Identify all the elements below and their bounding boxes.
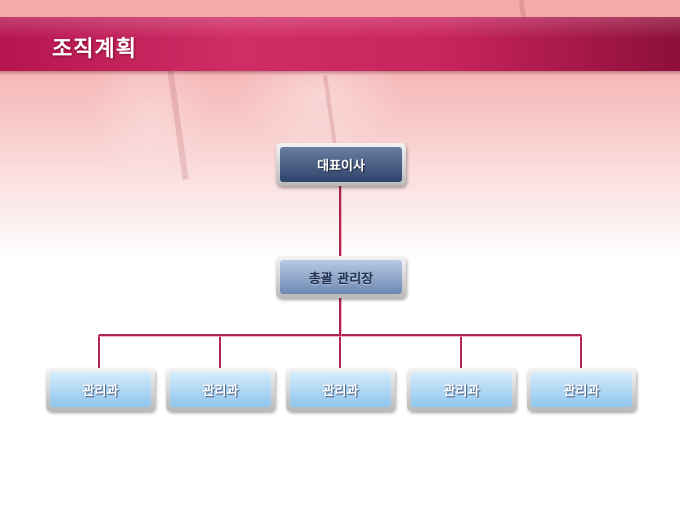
org-node-department: 관리과 [46, 368, 155, 411]
org-node-department: 관리과 [166, 368, 275, 411]
org-node-general-manager-label: 총괄 관리장 [280, 260, 402, 294]
page-title: 조직계획 [52, 37, 137, 62]
org-node-general-manager: 총괄 관리장 [276, 256, 406, 298]
org-node-department-label: 관리과 [411, 372, 512, 407]
org-node-department: 관리과 [407, 368, 516, 411]
org-node-department: 관리과 [527, 368, 636, 411]
org-node-ceo-label: 대표이사 [280, 147, 402, 182]
org-node-department-label: 관리과 [531, 372, 632, 407]
org-node-department: 관리과 [286, 368, 395, 411]
header-bar [0, 17, 680, 71]
org-node-department-label: 관리과 [50, 372, 151, 407]
org-node-department-label: 관리과 [290, 372, 391, 407]
org-node-ceo: 대표이사 [276, 143, 406, 186]
org-node-department-label: 관리과 [170, 372, 271, 407]
